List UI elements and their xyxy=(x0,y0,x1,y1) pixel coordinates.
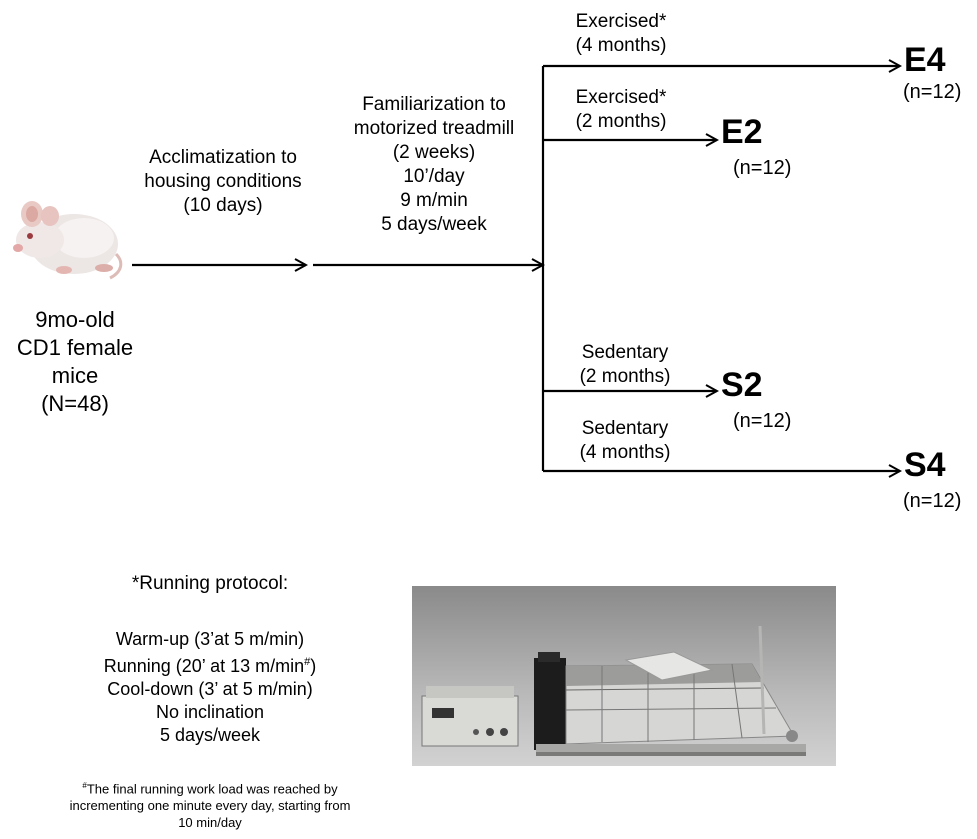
mouse-image xyxy=(13,201,123,280)
stage2-line-5: 9 m/min xyxy=(400,190,468,211)
e2-label-1: Exercised* xyxy=(575,87,667,108)
protocol-line-days: 5 days/week xyxy=(159,725,261,745)
footnote-line-1: #The final running work load was reached… xyxy=(82,781,338,797)
footnote: #The final running work load was reached… xyxy=(30,777,390,831)
stage2-line-1: Familiarization to xyxy=(362,94,506,115)
group-e4-n: (n=12) xyxy=(903,81,962,103)
s2-label-1: Sedentary xyxy=(581,342,669,363)
protocol-line-cooldown: Cool-down (3’ at 5 m/min) xyxy=(107,679,313,699)
group-s4: S4 xyxy=(904,446,946,484)
group-s2: S2 xyxy=(721,366,763,404)
s2-label-2: (2 months) xyxy=(579,366,671,387)
start-line-3: mice xyxy=(51,363,99,388)
group-e4: E4 xyxy=(904,41,946,79)
stage2-line-6: 5 days/week xyxy=(381,214,487,235)
e2-label-2: (2 months) xyxy=(575,111,667,132)
protocol-line-warmup: Warm-up (3’at 5 m/min) xyxy=(115,629,305,649)
start-line-4: (N=48) xyxy=(41,391,109,416)
footnote-line-2: incrementing one minute every day, start… xyxy=(69,798,351,814)
stage2-line-4: 10’/day xyxy=(403,166,465,187)
branch-e2-label: Exercised* (2 months) xyxy=(556,86,686,134)
e4-label-1: Exercised* xyxy=(575,11,667,32)
start-label: 9mo-old CD1 female mice (N=48) xyxy=(0,306,150,418)
branch-s4-label: Sedentary (4 months) xyxy=(560,417,690,465)
start-line-1: 9mo-old xyxy=(35,307,115,332)
group-s4-n: (n=12) xyxy=(903,490,962,512)
protocol-line-running: Running (20’ at 13 m/min#) xyxy=(103,656,317,676)
footnote-line-3: 10 min/day xyxy=(178,815,242,831)
s4-label-1: Sedentary xyxy=(581,418,669,439)
start-line-2: CD1 female xyxy=(16,335,134,360)
group-e2-n: (n=12) xyxy=(733,157,792,179)
stage2-line-2: motorized treadmill xyxy=(353,118,515,139)
branch-s2-label: Sedentary (2 months) xyxy=(560,341,690,389)
e4-label-2: (4 months) xyxy=(575,35,667,56)
protocol-line-inclination: No inclination xyxy=(155,702,265,722)
protocol-list: Warm-up (3’at 5 m/min) Running (20’ at 1… xyxy=(80,628,340,747)
branch-e4-label: Exercised* (4 months) xyxy=(556,10,686,58)
stage1-line-3: (10 days) xyxy=(183,195,263,216)
group-e2: E2 xyxy=(721,113,763,151)
acclimatization-label: Acclimatization to housing conditions (1… xyxy=(118,146,328,218)
group-s2-n: (n=12) xyxy=(733,410,792,432)
stage2-line-3: (2 weeks) xyxy=(392,142,476,163)
treadmill-photo xyxy=(412,586,836,766)
footnote-mark: # xyxy=(304,656,311,668)
protocol-title: *Running protocol: xyxy=(131,573,289,594)
s4-label-2: (4 months) xyxy=(579,442,671,463)
familiarization-label: Familiarization to motorized treadmill (… xyxy=(332,93,536,237)
stage1-line-2: housing conditions xyxy=(144,171,302,192)
stage1-line-1: Acclimatization to xyxy=(149,147,297,168)
